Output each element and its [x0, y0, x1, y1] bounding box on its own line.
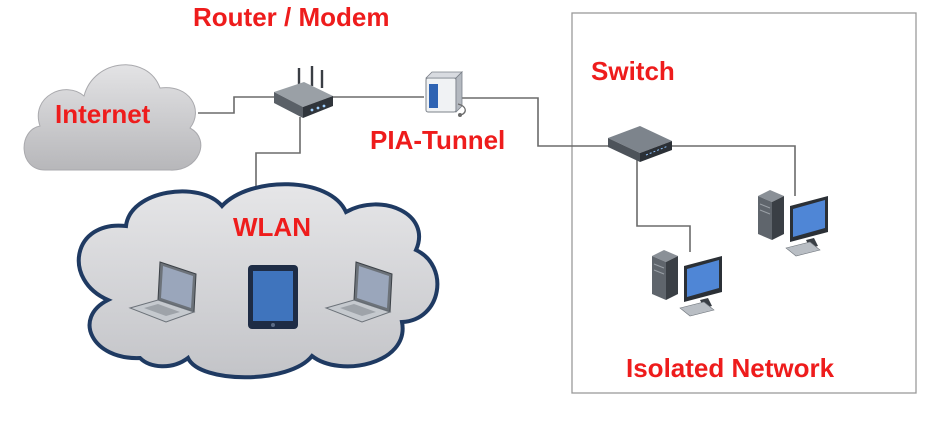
isolated-network-box — [571, 12, 917, 394]
wlan-label: WLAN — [233, 212, 311, 242]
laptop-icon — [128, 261, 197, 323]
switch-label: Switch — [591, 56, 675, 86]
isolated-network-label: Isolated Network — [626, 353, 835, 383]
router-icon — [274, 66, 333, 118]
router-modem-label: Router / Modem — [193, 2, 390, 32]
switch-icon — [608, 126, 672, 162]
internet-cloud-icon — [23, 64, 202, 171]
laptop-icon — [324, 261, 393, 323]
link-tunnel-switch — [462, 97, 610, 147]
link-switch-pc-right — [666, 145, 796, 196]
link-internet-router — [198, 96, 276, 114]
vpn-appliance-icon — [425, 71, 466, 117]
pia-tunnel-label: PIA-Tunnel — [370, 125, 506, 155]
connectors — [198, 96, 796, 252]
link-router-wlan — [255, 117, 301, 188]
internet-label: Internet — [55, 99, 151, 129]
link-switch-pc-bottom — [636, 160, 691, 252]
tablet-icon — [248, 265, 298, 329]
desktop-computer-icon — [758, 190, 828, 257]
desktop-computer-icon — [652, 250, 722, 317]
